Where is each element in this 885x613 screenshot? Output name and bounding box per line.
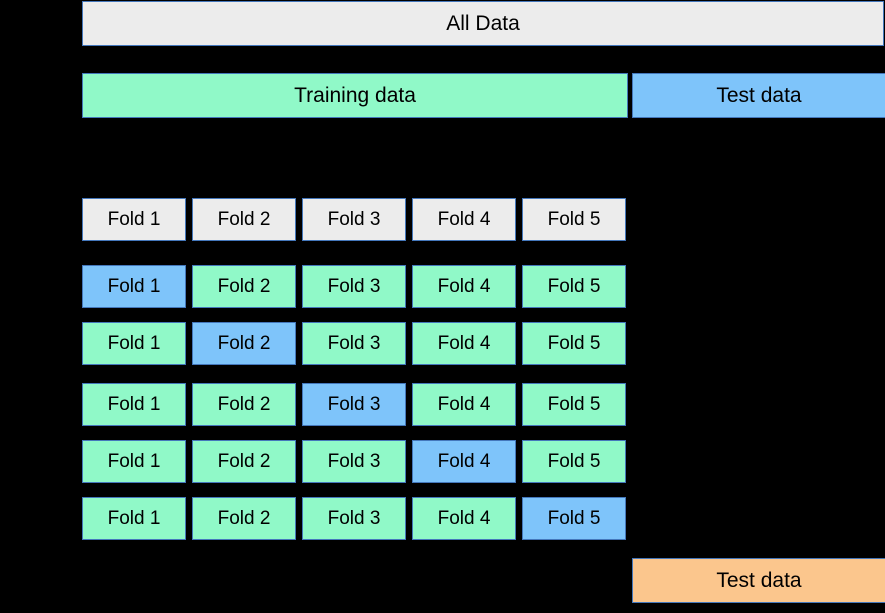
fold-cell-label: Fold 4 bbox=[437, 394, 491, 415]
fold-cell: Fold 2 bbox=[192, 440, 296, 483]
fold-cell-label: Fold 1 bbox=[107, 333, 161, 354]
fold-cell-label: Fold 1 bbox=[107, 209, 161, 230]
fold-cell: Fold 3 bbox=[302, 198, 406, 241]
fold-cell-label: Fold 3 bbox=[327, 276, 381, 297]
fold-cell-label: Fold 5 bbox=[547, 209, 601, 230]
fold-cell: Fold 1 bbox=[82, 497, 186, 540]
fold-cell-label: Fold 5 bbox=[547, 508, 601, 529]
fold-cell: Fold 5 bbox=[522, 383, 626, 426]
fold-cell: Fold 1 bbox=[82, 383, 186, 426]
fold-cell: Fold 5 bbox=[522, 265, 626, 308]
fold-cell-label: Fold 1 bbox=[107, 508, 161, 529]
fold-cell-label: Fold 3 bbox=[327, 451, 381, 472]
fold-cell-label: Fold 4 bbox=[437, 333, 491, 354]
fold-cell: Fold 3 bbox=[302, 322, 406, 365]
fold-cell-label: Fold 2 bbox=[217, 451, 271, 472]
fold-cell: Fold 2 bbox=[192, 383, 296, 426]
fold-cell-label: Fold 5 bbox=[547, 276, 601, 297]
fold-cell: Fold 5 bbox=[522, 198, 626, 241]
fold-cell: Fold 5 bbox=[522, 497, 626, 540]
fold-cell-label: Fold 3 bbox=[327, 508, 381, 529]
fold-cell: Fold 4 bbox=[412, 265, 516, 308]
fold-cell-label: Fold 4 bbox=[437, 451, 491, 472]
fold-cell-label: Fold 4 bbox=[437, 209, 491, 230]
fold-cell-label: Fold 5 bbox=[547, 394, 601, 415]
training-data-bar: Training data bbox=[82, 73, 628, 118]
fold-cell-label: Fold 3 bbox=[327, 333, 381, 354]
fold-cell: Fold 5 bbox=[522, 440, 626, 483]
fold-cell-label: Fold 3 bbox=[327, 209, 381, 230]
fold-cell: Fold 3 bbox=[302, 383, 406, 426]
fold-cell: Fold 4 bbox=[412, 198, 516, 241]
test-data-label-bottom: Test data bbox=[716, 569, 802, 592]
fold-cell-label: Fold 5 bbox=[547, 451, 601, 472]
training-data-label: Training data bbox=[294, 84, 416, 107]
fold-cell: Fold 4 bbox=[412, 497, 516, 540]
fold-cell: Fold 2 bbox=[192, 265, 296, 308]
fold-cell: Fold 3 bbox=[302, 265, 406, 308]
fold-cell: Fold 4 bbox=[412, 440, 516, 483]
test-data-label-top: Test data bbox=[716, 84, 802, 107]
fold-cell-label: Fold 2 bbox=[217, 333, 271, 354]
fold-cell-label: Fold 4 bbox=[437, 508, 491, 529]
fold-cell-label: Fold 1 bbox=[107, 394, 161, 415]
fold-cell-label: Fold 5 bbox=[547, 333, 601, 354]
fold-cell-label: Fold 2 bbox=[217, 276, 271, 297]
fold-cell: Fold 2 bbox=[192, 497, 296, 540]
fold-cell-label: Fold 4 bbox=[437, 276, 491, 297]
test-data-bar-bottom: Test data bbox=[632, 558, 885, 603]
all-data-label: All Data bbox=[446, 12, 520, 35]
fold-cell: Fold 3 bbox=[302, 440, 406, 483]
fold-cell: Fold 4 bbox=[412, 322, 516, 365]
fold-cell-label: Fold 2 bbox=[217, 394, 271, 415]
fold-cell: Fold 1 bbox=[82, 265, 186, 308]
fold-cell: Fold 1 bbox=[82, 322, 186, 365]
fold-cell: Fold 2 bbox=[192, 198, 296, 241]
fold-cell: Fold 1 bbox=[82, 440, 186, 483]
fold-cell: Fold 1 bbox=[82, 198, 186, 241]
fold-cell: Fold 5 bbox=[522, 322, 626, 365]
fold-cell-label: Fold 1 bbox=[107, 451, 161, 472]
all-data-bar: All Data bbox=[82, 1, 884, 46]
fold-cell-label: Fold 1 bbox=[107, 276, 161, 297]
fold-cell: Fold 4 bbox=[412, 383, 516, 426]
fold-cell: Fold 3 bbox=[302, 497, 406, 540]
fold-cell-label: Fold 3 bbox=[327, 394, 381, 415]
fold-cell-label: Fold 2 bbox=[217, 508, 271, 529]
fold-cell: Fold 2 bbox=[192, 322, 296, 365]
test-data-bar-top: Test data bbox=[632, 73, 885, 118]
fold-cell-label: Fold 2 bbox=[217, 209, 271, 230]
